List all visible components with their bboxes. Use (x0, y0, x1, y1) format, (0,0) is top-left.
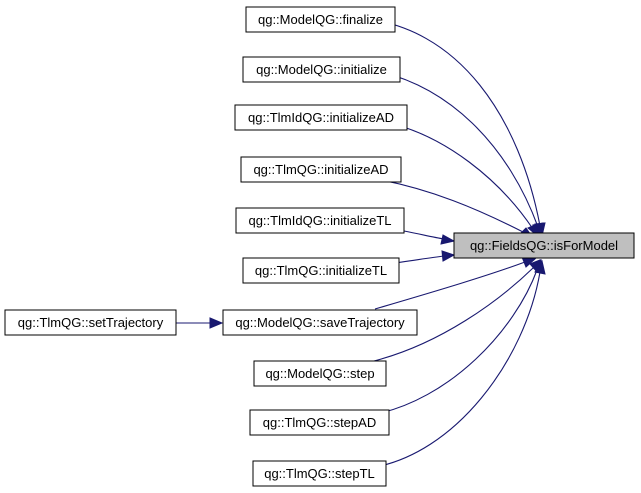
edge-settrajectory-to-savetrajectory (176, 317, 224, 329)
node-label: qg::TlmQG::stepTL (264, 466, 375, 481)
node-modelqg-savetrajectory[interactable]: qg::ModelQG::saveTrajectory (222, 309, 418, 336)
node-tlmqg-steptl[interactable]: qg::TlmQG::stepTL (252, 460, 387, 487)
nodes: qg::ModelQG::finalize qg::ModelQG::initi… (4, 6, 635, 487)
node-fieldsqg-isformodel[interactable]: qg::FieldsQG::isForModel (453, 232, 635, 259)
node-label: qg::ModelQG::step (265, 366, 374, 381)
node-tlmqg-initializead[interactable]: qg::TlmQG::initializeAD (240, 156, 402, 183)
node-label: qg::ModelQG::finalize (258, 12, 383, 27)
node-label: qg::ModelQG::saveTrajectory (235, 315, 405, 330)
node-modelqg-step[interactable]: qg::ModelQG::step (253, 360, 387, 387)
node-label: qg::TlmQG::stepAD (263, 415, 376, 430)
node-tlmqg-stepad[interactable]: qg::TlmQG::stepAD (249, 409, 390, 436)
node-label: qg::TlmQG::initializeTL (255, 263, 387, 278)
node-modelqg-initialize[interactable]: qg::ModelQG::initialize (242, 56, 401, 83)
node-label: qg::TlmIdQG::initializeAD (248, 110, 394, 125)
node-tlmqg-initializetl[interactable]: qg::TlmQG::initializeTL (242, 257, 400, 284)
node-label: qg::TlmIdQG::initializeTL (248, 213, 391, 228)
node-tlmidqg-initializetl[interactable]: qg::TlmIdQG::initializeTL (235, 207, 405, 234)
node-label: qg::TlmQG::setTrajectory (18, 315, 164, 330)
edge-steptl-to-isformodel (369, 259, 546, 469)
node-label: qg::FieldsQG::isForModel (470, 238, 618, 253)
node-label: qg::ModelQG::initialize (256, 62, 387, 77)
node-tlmidqg-initializead[interactable]: qg::TlmIdQG::initializeAD (234, 104, 408, 131)
edge-tlmidqg-initializetl-to-isformodel (403, 230, 456, 245)
node-tlmqg-settrajectory[interactable]: qg::TlmQG::setTrajectory (4, 309, 177, 336)
node-modelqg-finalize[interactable]: qg::ModelQG::finalize (245, 6, 396, 33)
node-label: qg::TlmQG::initializeAD (253, 162, 388, 177)
